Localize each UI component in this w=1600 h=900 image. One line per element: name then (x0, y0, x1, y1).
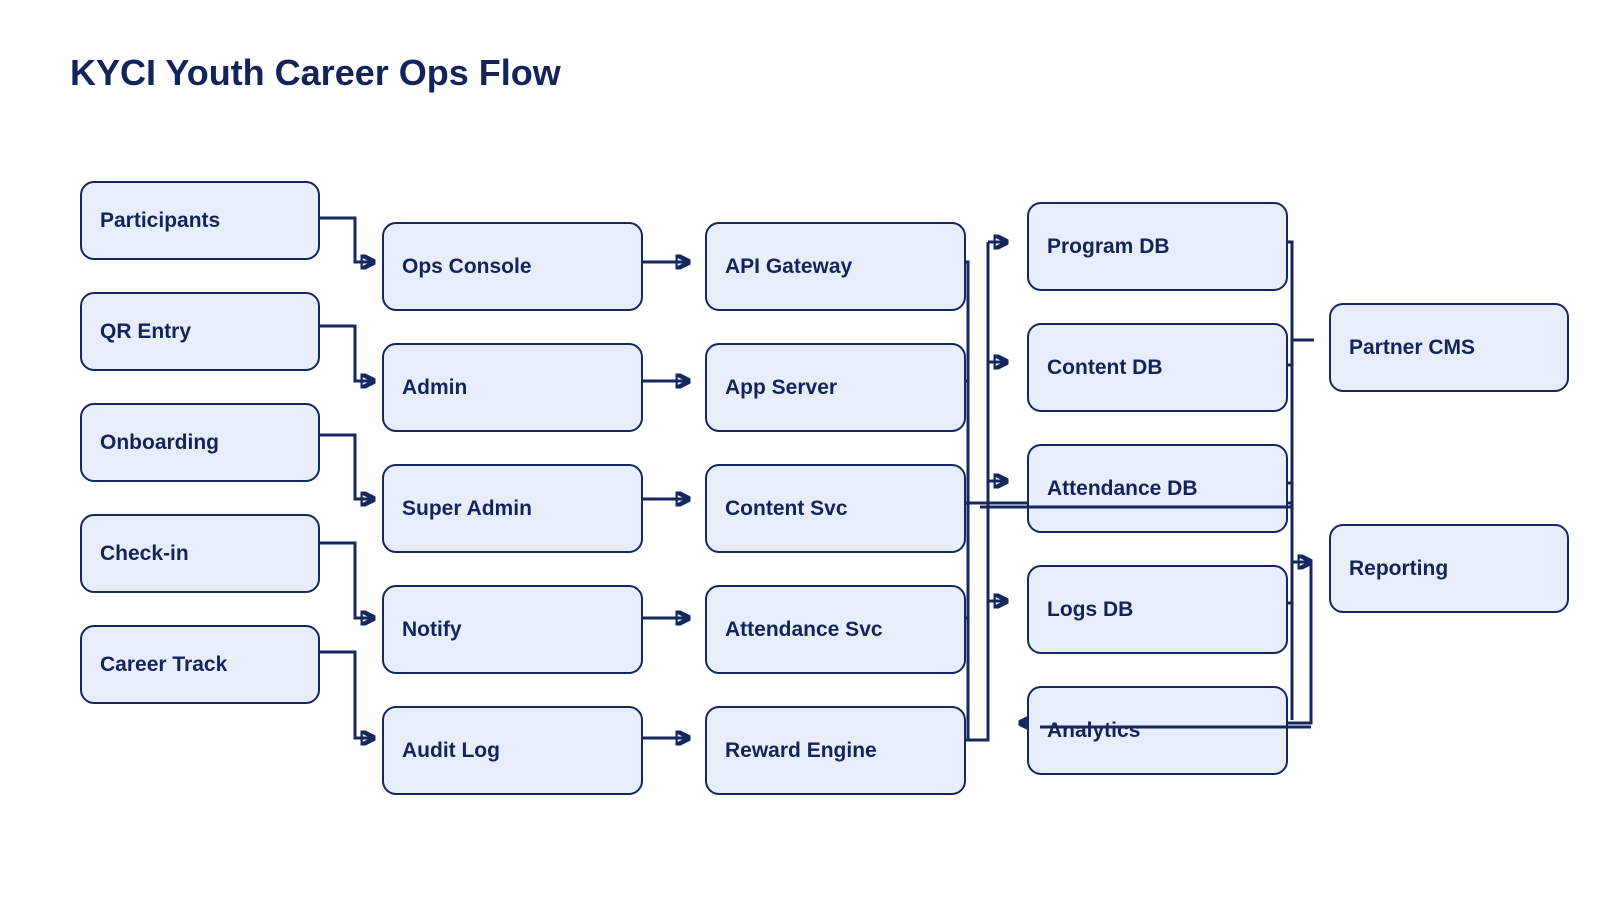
edge-participants-ops-console (315, 216, 374, 262)
node-label: Attendance Svc (725, 617, 883, 641)
node-label: QR Entry (100, 319, 192, 343)
node-attendance-db[interactable]: Attendance DB (1027, 444, 1288, 533)
node-admin[interactable]: Admin (382, 343, 643, 432)
node-label: Logs DB (1047, 597, 1134, 621)
node-label: Notify (402, 617, 462, 641)
node-label: Ops Console (402, 254, 532, 278)
node-audit-log[interactable]: Audit Log (382, 706, 643, 795)
node-label: Analytics (1047, 718, 1141, 742)
node-partner-cms[interactable]: Partner CMS (1329, 303, 1569, 392)
node-label: Onboarding (100, 430, 219, 454)
edge-qr-entry-admin (315, 324, 374, 381)
edge-check-in-notify (315, 541, 374, 618)
node-notify[interactable]: Notify (382, 585, 643, 674)
node-program-db[interactable]: Program DB (1027, 202, 1288, 291)
node-label: Career Track (100, 652, 228, 676)
node-label: Partner CMS (1349, 335, 1476, 359)
node-content-svc[interactable]: Content Svc (705, 464, 966, 553)
diagram-title: KYCI Youth Career Ops Flow (70, 52, 561, 93)
edge-onboarding-super-admin (315, 433, 374, 499)
node-analytics[interactable]: Analytics (1027, 686, 1288, 775)
node-label: API Gateway (725, 254, 853, 278)
node-qr-entry[interactable]: QR Entry (80, 292, 320, 371)
node-career-track[interactable]: Career Track (80, 625, 320, 704)
node-ops-console[interactable]: Ops Console (382, 222, 643, 311)
node-content-db[interactable]: Content DB (1027, 323, 1288, 412)
node-reporting[interactable]: Reporting (1329, 524, 1569, 613)
edge-career-track-audit-log (315, 650, 374, 738)
node-label: Check-in (100, 541, 189, 565)
node-super-admin[interactable]: Super Admin (382, 464, 643, 553)
node-label: App Server (725, 375, 838, 399)
node-label: Content DB (1047, 355, 1163, 379)
node-label: Admin (402, 375, 468, 399)
node-label: Super Admin (402, 496, 532, 520)
node-logs-db[interactable]: Logs DB (1027, 565, 1288, 654)
node-label: Participants (100, 208, 221, 232)
node-app-server[interactable]: App Server (705, 343, 966, 432)
node-label: Reporting (1349, 556, 1449, 580)
node-participants[interactable]: Participants (80, 181, 320, 260)
node-attendance-svc[interactable]: Attendance Svc (705, 585, 966, 674)
node-onboarding[interactable]: Onboarding (80, 403, 320, 482)
node-label: Program DB (1047, 234, 1170, 258)
node-check-in[interactable]: Check-in (80, 514, 320, 593)
node-api-gateway[interactable]: API Gateway (705, 222, 966, 311)
node-label: Attendance DB (1047, 476, 1198, 500)
node-reward-engine[interactable]: Reward Engine (705, 706, 966, 795)
node-label: Reward Engine (725, 738, 877, 762)
node-label: Audit Log (402, 738, 500, 762)
node-label: Content Svc (725, 496, 848, 520)
